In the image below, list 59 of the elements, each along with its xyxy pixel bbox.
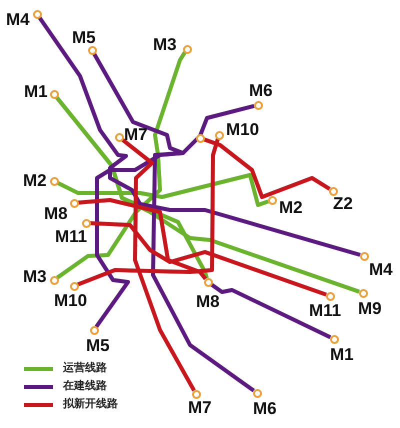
station-marker [82, 218, 90, 228]
line-label: M8 [44, 205, 68, 222]
station-marker [90, 326, 98, 334]
metro-line [120, 138, 196, 392]
metro-line [56, 173, 269, 207]
station-marker [88, 46, 96, 54]
line-label: M1 [24, 83, 48, 100]
line-label: M7 [124, 126, 148, 143]
legend-label: 在建线路 [63, 378, 107, 394]
station-marker [360, 252, 368, 260]
line-label: M5 [86, 337, 110, 354]
line-label: M3 [23, 268, 47, 285]
line-label: M11 [309, 302, 342, 319]
station-marker [326, 292, 334, 300]
metro-line [78, 198, 208, 280]
station-marker [32, 10, 42, 18]
station-marker [70, 198, 78, 208]
line-label: M11 [55, 228, 88, 245]
line-label: M6 [249, 82, 273, 99]
station-marker [358, 288, 368, 298]
station-marker [182, 44, 192, 54]
station-marker [252, 388, 262, 398]
line-label: M8 [196, 293, 220, 310]
metro-line [56, 51, 187, 280]
metro-line [38, 16, 361, 257]
line-label: M7 [188, 399, 212, 416]
station-marker [50, 176, 58, 186]
legend-label: 运营线路 [63, 360, 107, 376]
metro-line [77, 138, 220, 286]
station-marker [330, 334, 338, 344]
metro-line [210, 282, 332, 340]
station-marker [328, 186, 338, 196]
station-marker [70, 282, 78, 290]
line-label: M2 [279, 199, 303, 216]
station-marker [192, 390, 200, 398]
station-marker [204, 278, 212, 286]
legend-label: 拟新开线路 [63, 396, 118, 412]
line-label: M3 [153, 36, 177, 53]
line-label: M4 [6, 11, 30, 28]
metro-line [54, 96, 360, 294]
line-label: M1 [330, 346, 354, 363]
line-label: M9 [358, 300, 382, 317]
metro-line [90, 221, 327, 297]
metro-line [92, 52, 185, 328]
line-label: M6 [253, 400, 277, 417]
line-label: M10 [226, 121, 260, 138]
station-marker [50, 90, 58, 98]
station-marker [268, 196, 276, 204]
line-label: M10 [54, 292, 88, 309]
line-label: M5 [72, 29, 96, 46]
station-marker [50, 276, 58, 284]
metro-line [151, 104, 255, 392]
line-label: M2 [23, 172, 47, 189]
line-label: Z2 [333, 195, 353, 212]
station-marker [114, 132, 124, 142]
line-label: M4 [369, 261, 393, 278]
station-marker [214, 130, 224, 140]
station-marker [254, 100, 262, 110]
metro-line [203, 137, 331, 199]
